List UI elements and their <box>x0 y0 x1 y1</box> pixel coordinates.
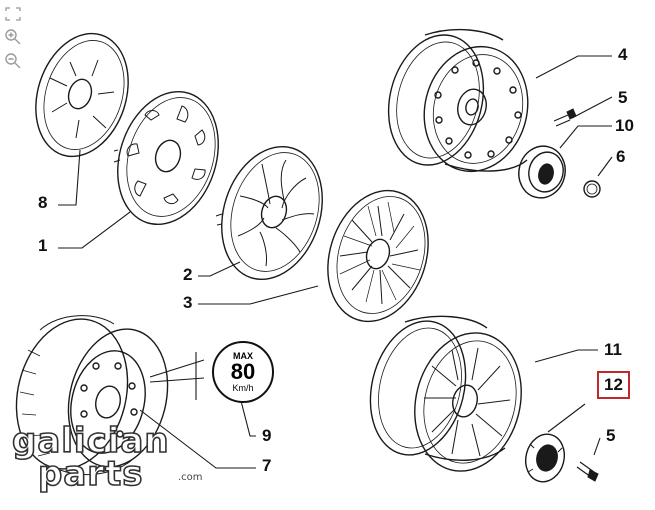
callout-1[interactable]: 1 <box>38 236 48 255</box>
callout-12-highlighted[interactable]: 12 <box>597 371 630 399</box>
fit-to-screen-icon[interactable] <box>4 6 24 24</box>
center-cap-part-10 <box>518 145 566 199</box>
callout-9[interactable]: 9 <box>262 426 272 445</box>
wheel-bolt-part-5-lower <box>576 461 599 482</box>
steel-wheel-part-4 <box>387 28 529 173</box>
hubcap-part-1 <box>113 90 219 226</box>
watermark-suffix: .com <box>178 472 203 483</box>
callout-5-lower[interactable]: 5 <box>606 426 616 445</box>
callout-3[interactable]: 3 <box>183 293 193 312</box>
callout-4[interactable]: 4 <box>618 45 628 64</box>
callout-5-upper[interactable]: 5 <box>618 88 628 107</box>
zoom-out-icon[interactable] <box>4 52 24 70</box>
speed-label-top: MAX <box>233 351 253 361</box>
callout-8[interactable]: 8 <box>38 193 48 212</box>
speed-label-unit: Km/h <box>232 383 254 393</box>
zoom-in-icon[interactable] <box>4 28 24 46</box>
tire-part-7 <box>15 315 169 476</box>
nut-part-6 <box>583 180 601 198</box>
hubcap-part-2 <box>215 145 323 281</box>
center-cap-part-12 <box>524 433 566 483</box>
callout-7[interactable]: 7 <box>262 456 272 475</box>
speed-limit-label: MAX 80 Km/h <box>212 341 274 403</box>
callout-10[interactable]: 10 <box>615 116 634 135</box>
watermark-line2: parts <box>37 453 144 495</box>
leader-lines <box>58 55 613 469</box>
hubcap-part-3 <box>327 189 429 323</box>
alloy-wheel-part-11 <box>369 315 522 472</box>
hubcap-part-8 <box>35 32 129 158</box>
callout-6[interactable]: 6 <box>616 147 626 166</box>
callout-11[interactable]: 11 <box>604 340 622 359</box>
callout-2[interactable]: 2 <box>183 265 193 284</box>
speed-label-value: 80 <box>230 359 256 384</box>
watermark-line1: galician <box>11 420 170 462</box>
